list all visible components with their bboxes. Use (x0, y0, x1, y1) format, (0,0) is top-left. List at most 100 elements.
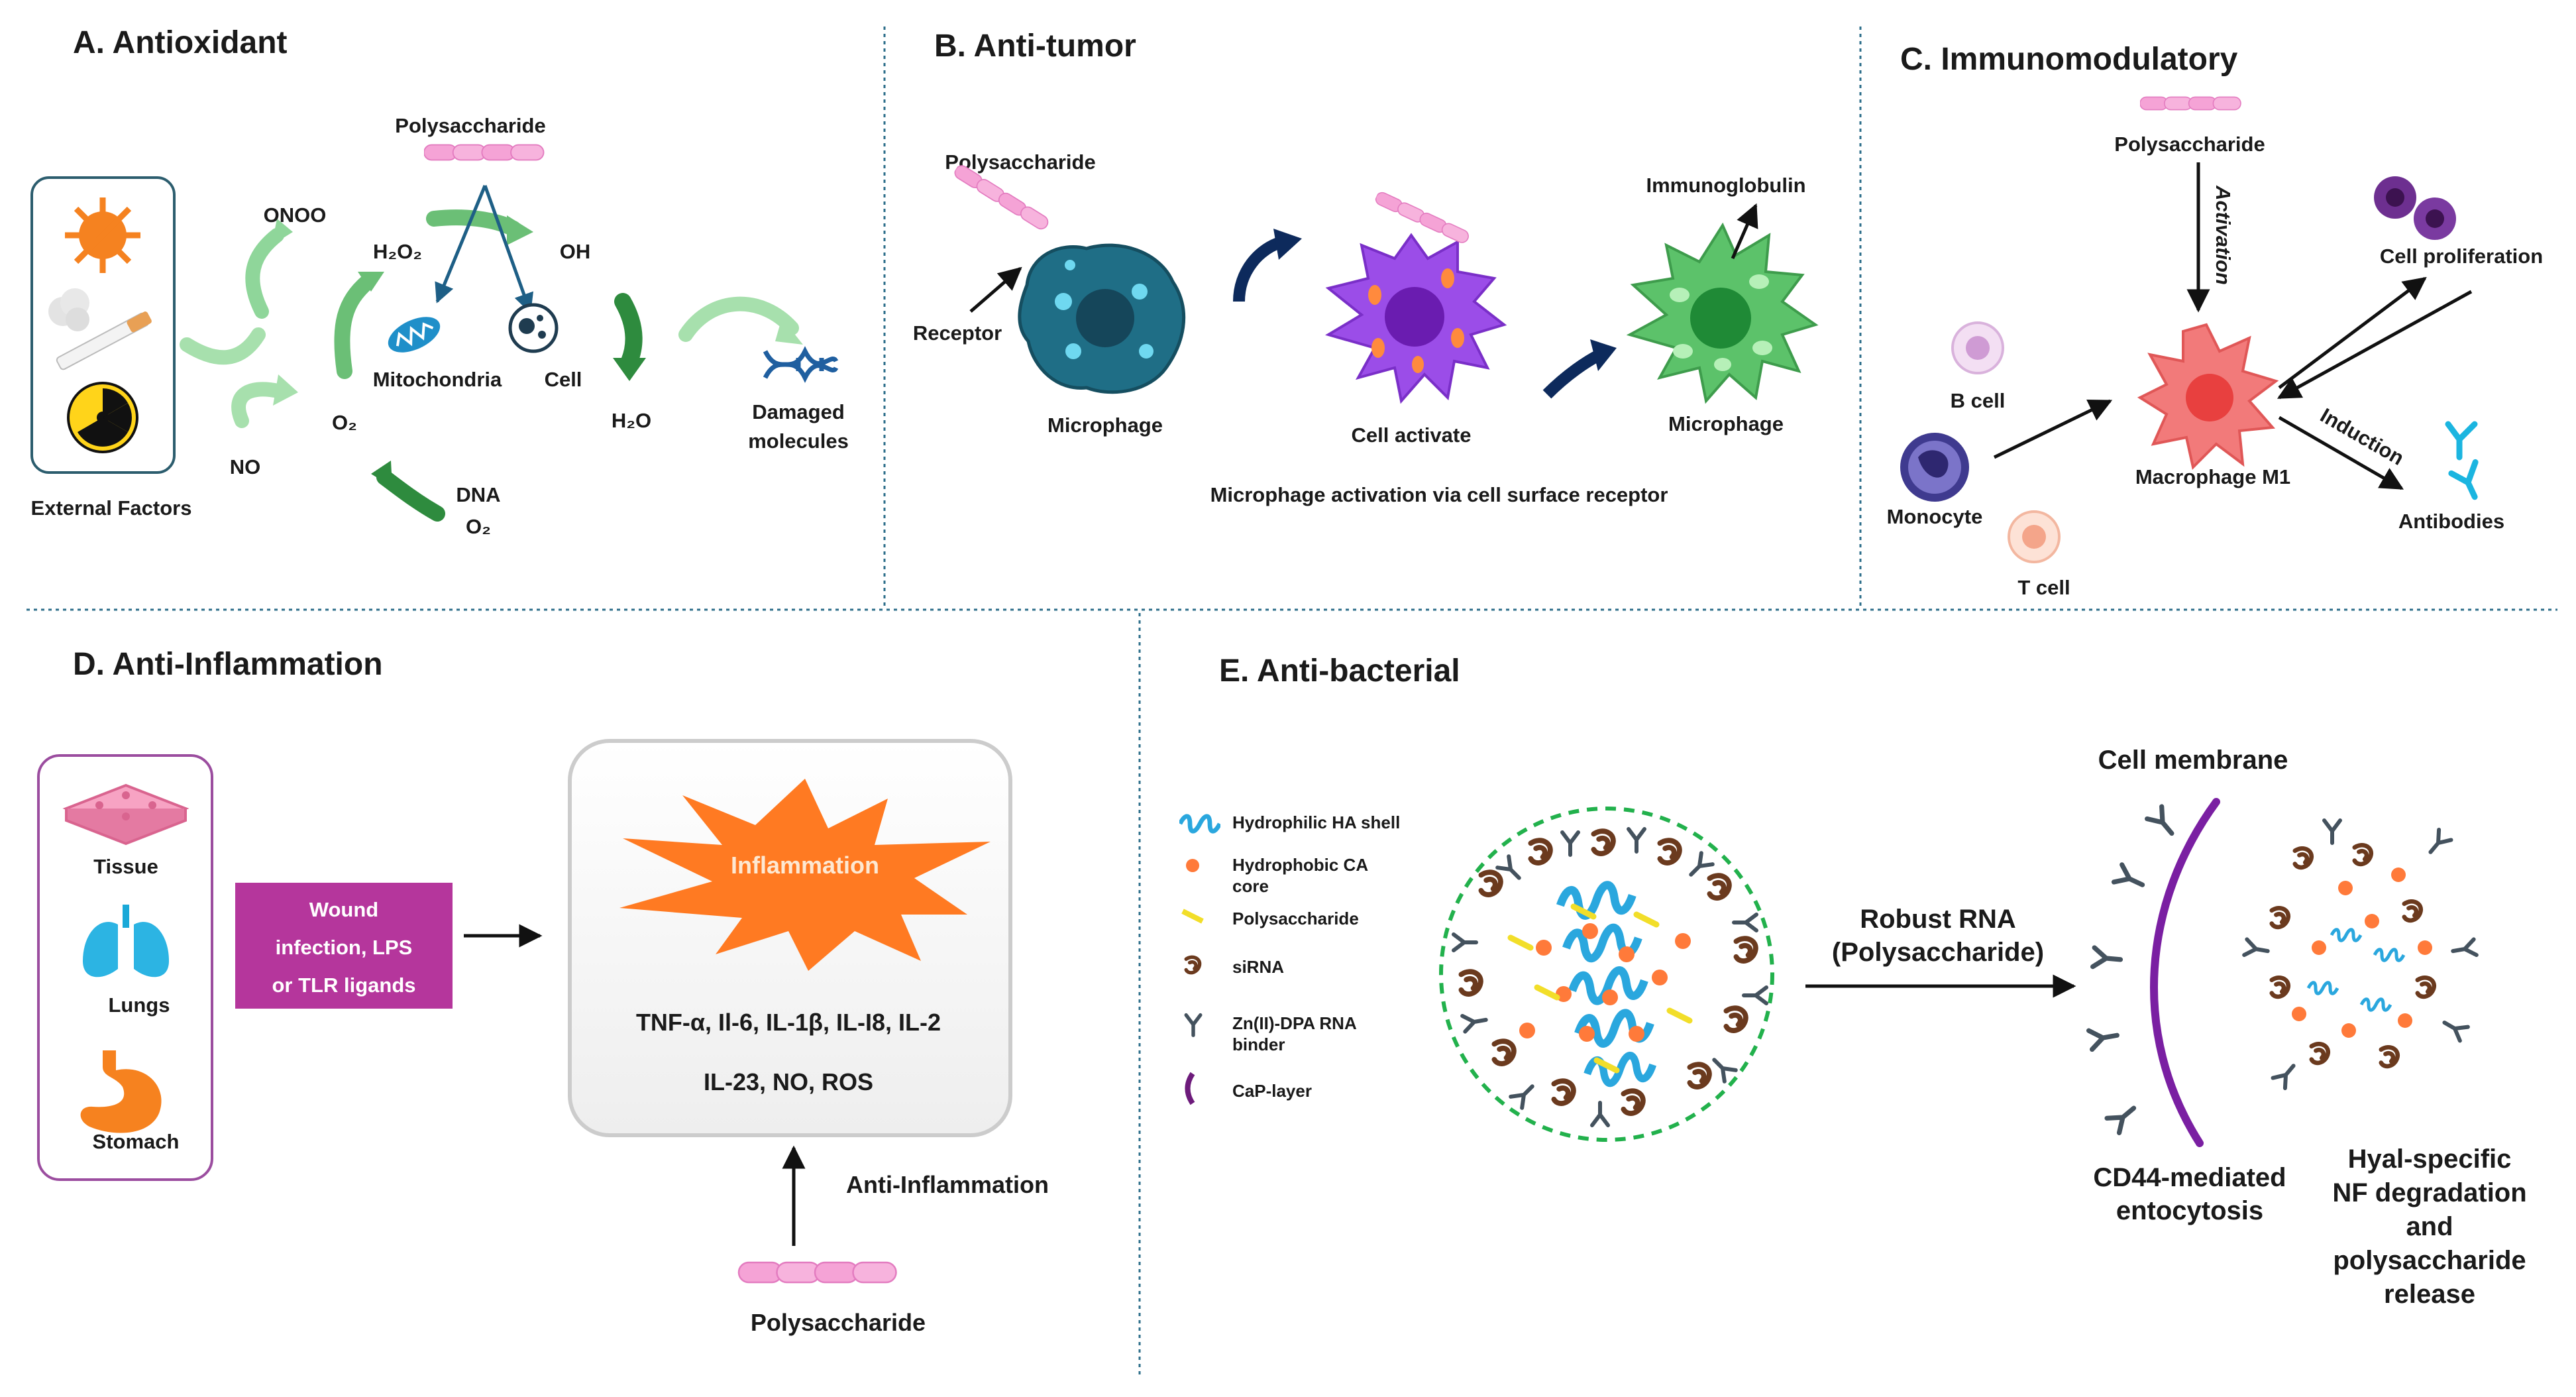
panel-d-title: D. Anti-Inflammation (73, 647, 383, 682)
receptor-arrow (969, 266, 1022, 313)
microphage-label-2: Microphage (1668, 412, 1784, 435)
induction-label: Induction (2316, 404, 2408, 470)
panel-b-caption: Microphage activation via cell surface r… (1210, 483, 1668, 506)
cd44-line-2: entocytosis (2116, 1196, 2263, 1225)
cd44-line-1: CD44-mediated (2093, 1163, 2286, 1192)
proliferation-arrow (2278, 276, 2427, 389)
cell-proliferation-label: Cell proliferation (2380, 245, 2543, 268)
antioxidant-arrows (180, 209, 799, 522)
t-cell-icon (2008, 510, 2061, 563)
legend-item-2a: Hydrophobic CA (1232, 855, 1368, 875)
trigger-line-2: infection, LPS (276, 936, 413, 959)
feedback-arrow (2277, 290, 2473, 400)
activation-arrow-2 (1542, 349, 1603, 399)
hyal-line-1: Hyal-specific (2348, 1145, 2512, 1174)
hyal-line-3: and (2406, 1212, 2453, 1241)
macrophage-m1-label: Macrophage M1 (2135, 465, 2290, 488)
legend-item-6: CaP-layer (1232, 1081, 1312, 1101)
membrane-receptors (2089, 807, 2179, 1133)
polysaccharide-label-d: Polysaccharide (751, 1309, 926, 1336)
trigger-box (235, 883, 453, 1009)
nanoparticle (1439, 807, 1774, 1142)
external-factors-label: External Factors (31, 496, 192, 520)
stomach-label: Stomach (93, 1130, 180, 1153)
sirna-icon (1186, 957, 1199, 972)
legend-item-5a: Zn(II)-DPA RNA (1232, 1013, 1357, 1033)
antioxidant-arrowheads (272, 215, 803, 487)
tissue-label: Tissue (93, 855, 158, 878)
panel-a-title: A. Antioxidant (73, 25, 288, 60)
cytokines-line-2: IL-23, NO, ROS (704, 1068, 873, 1095)
inflammation-box (568, 739, 1012, 1137)
cell-icon (508, 303, 559, 353)
dna-o2-label: O₂ (466, 515, 491, 538)
panel-c-immunomodulatory: C. Immunomodulatory Polysaccharide Activ… (1887, 42, 2544, 599)
legend-item-2b: core (1232, 876, 1269, 896)
trigger-line-3: or TLR ligands (272, 974, 416, 997)
activation-label: Activation (2212, 185, 2235, 285)
dna-helix-icon (763, 346, 839, 383)
arc-icon (1185, 1072, 1195, 1105)
mitochondria-icon (388, 317, 441, 353)
trigger-line-1: Wound (309, 898, 378, 921)
smoke-icon (48, 288, 89, 331)
cigarette-icon (56, 311, 152, 370)
monocyte-icon (1900, 433, 1969, 502)
legend-item-3: Polysaccharide (1232, 909, 1359, 928)
antibodies-label: Antibodies (2398, 510, 2504, 533)
polysaccharide-chain-c (2140, 96, 2241, 111)
h2o-label: H₂O (612, 409, 651, 432)
mitochondria-label: Mitochondria (373, 368, 502, 391)
external-factors-box (30, 176, 176, 474)
panel-e-anti-bacterial: E. Anti-bacterial Hydrophilic HA shell H… (1180, 653, 2527, 1309)
inflammation-label: Inflammation (731, 852, 879, 879)
microphage-resting-icon (1018, 243, 1186, 394)
microphage-label-1: Microphage (1047, 414, 1163, 437)
inflammation-burst (619, 779, 991, 971)
monocyte-to-m1-arrow (1993, 399, 2113, 459)
panel-e-title: E. Anti-bacterial (1219, 653, 1460, 689)
immunoglobulin-label: Immunoglobulin (1646, 174, 1805, 197)
polysaccharide-chain-d (737, 1261, 897, 1284)
hyal-line-5: release (2384, 1280, 2475, 1309)
legend-item-1: Hydrophilic HA shell (1232, 812, 1400, 832)
proliferating-cells-icon (2374, 176, 2456, 240)
polysaccharide-chain-b2 (1373, 190, 1472, 246)
cell-activate-label: Cell activate (1352, 423, 1472, 447)
cell-label-a: Cell (545, 368, 582, 391)
legend-item-4: siRNA (1232, 957, 1284, 977)
no-label: NO (230, 455, 261, 478)
panel-dividers (27, 27, 2557, 1375)
monocyte-label: Monocyte (1887, 505, 1983, 528)
microphage-mature-icon (1626, 222, 1819, 404)
robust-rna-line-1: Robust RNA (1860, 905, 2016, 934)
induction-arrow (2278, 416, 2404, 490)
stomach-icon (80, 1050, 162, 1133)
t-cell-label: T cell (2017, 576, 2070, 599)
panel-a-antioxidant: A. Antioxidant External (30, 25, 849, 538)
anti-inflammation-label: Anti-Inflammation (846, 1171, 1049, 1198)
lungs-icon (83, 905, 169, 978)
b-cell-label: B cell (1951, 389, 2006, 412)
y-binder-icon (1186, 1015, 1201, 1036)
hyal-line-2: NF degradation (2332, 1178, 2526, 1207)
polysaccharide-targets (435, 185, 534, 313)
released-particle (2244, 820, 2477, 1088)
receptor-label: Receptor (913, 321, 1002, 345)
activation-arrow-1 (1233, 236, 1284, 302)
macrophage-m1-icon (2137, 323, 2279, 470)
robust-rna-line-2: (Polysaccharide) (1832, 938, 2044, 967)
dash-icon (1181, 909, 1204, 924)
lungs-label: Lungs (109, 993, 170, 1017)
hyal-line-4: polysaccharide (2333, 1246, 2526, 1275)
panel-b-antitumor: B. Anti-tumor Polysaccharide Receptor Mi… (913, 28, 1819, 506)
panel-c-title: C. Immunomodulatory (1900, 42, 2238, 77)
dot-icon (1186, 859, 1199, 872)
cell-membrane-arc (2150, 798, 2220, 1147)
panel-d-anti-inflammation: D. Anti-Inflammation Tissue Lungs Stomac… (37, 647, 1049, 1336)
radiation-icon (67, 382, 138, 453)
legend: Hydrophilic HA shell Hydrophobic CA core… (1180, 812, 1400, 1105)
damaged-label-1: Damaged (752, 400, 845, 423)
h2o2-label: H₂O₂ (373, 240, 422, 263)
polysaccharide-chain (424, 144, 545, 161)
